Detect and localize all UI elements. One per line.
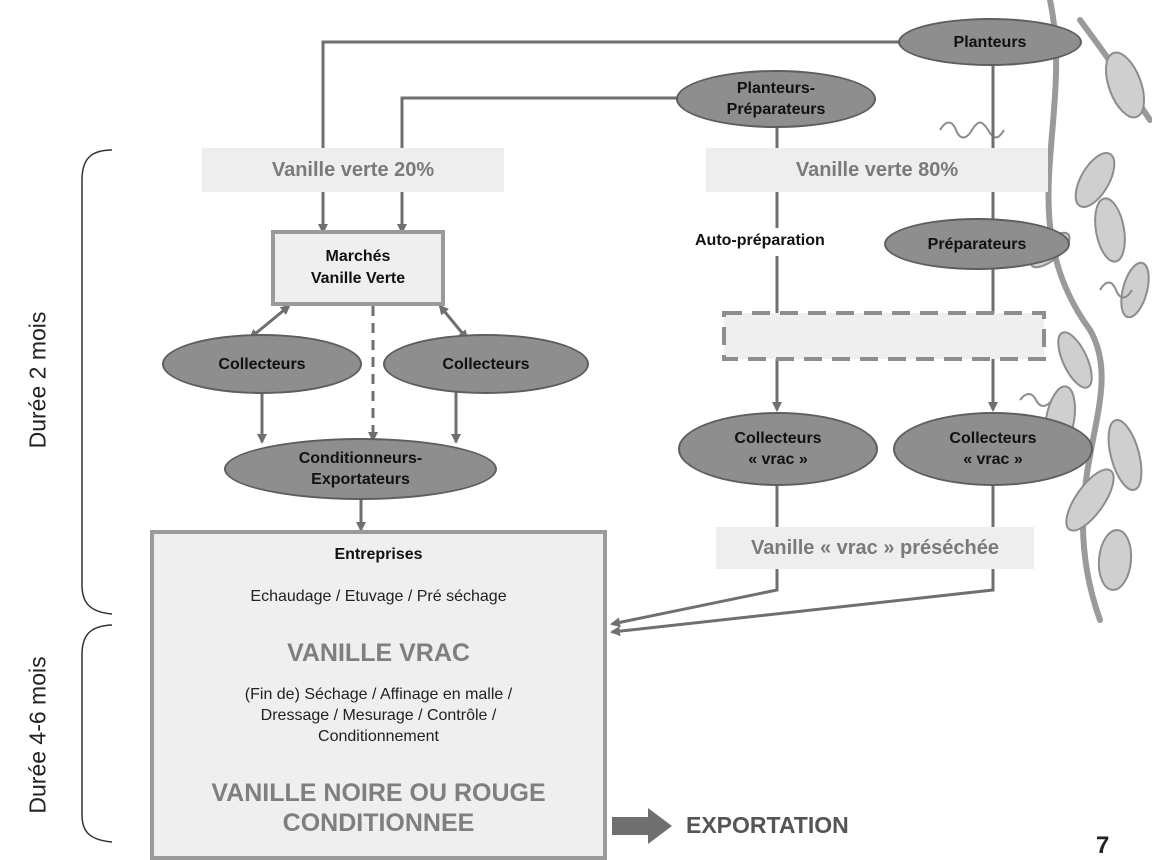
entreprises-step2: (Fin de) Séchage / Affinage en malle / D…: [154, 684, 603, 747]
vanille-vrac-heading: VANILLE VRAC: [287, 639, 470, 667]
box-line: Marchés: [325, 248, 391, 265]
entreprises-box: Entreprises Echaudage / Etuvage / Pré sé…: [150, 530, 607, 860]
exportation-label: EXPORTATION: [686, 812, 849, 838]
box-line: Vanille Verte: [310, 270, 406, 287]
vanille-vrac-presechee-label: Vanille « vrac » préséchée: [716, 527, 1034, 569]
planteurs-node: Planteurs: [898, 18, 1082, 66]
preparateurs-node: Préparateurs: [884, 218, 1070, 270]
node-line: Planteurs-: [736, 80, 816, 97]
step2-line: (Fin de) Séchage / Affinage en malle /: [244, 686, 513, 703]
line-planteurs-marches: [318, 40, 900, 234]
node-line: Exportateurs: [311, 471, 410, 488]
planteurs-preparateurs-node: Planteurs- Préparateurs: [676, 70, 876, 128]
node-line: « vrac »: [748, 451, 808, 468]
conditionneurs-exportateurs-node: Conditionneurs- Exportateurs: [224, 438, 497, 500]
vanille-verte-80-label: Vanille verte 80%: [706, 148, 1048, 192]
node-line: Préparateurs: [726, 101, 826, 118]
export-arrow: [612, 808, 672, 844]
final-line: VANILLE NOIRE OU ROUGE: [211, 779, 546, 807]
brace-2-mois: [81, 149, 113, 615]
step2-line: Dressage / Mesurage / Contrôle /: [260, 707, 497, 724]
step2-line: Conditionnement: [318, 728, 439, 745]
collecteurs-vrac-2-node: Collecteurs « vrac »: [893, 412, 1093, 486]
node-line: « vrac »: [963, 451, 1023, 468]
vanilla-plant-illustration: [939, 0, 1152, 623]
page-number: 7: [1096, 832, 1110, 859]
line-vrac2-entreprises: [610, 484, 995, 637]
duration-2-months-label: Durée 2 mois: [24, 311, 51, 449]
final-line: CONDITIONNEE: [282, 809, 475, 837]
auto-preparation-label: Auto-préparation: [692, 232, 828, 250]
dashed-placeholder-box: [722, 311, 1046, 361]
entreprises-step1: Echaudage / Etuvage / Pré séchage: [250, 588, 507, 605]
line-vrac1-entreprises: [610, 484, 779, 628]
collecteurs-vrac-1-node: Collecteurs « vrac »: [678, 412, 878, 486]
vanille-verte-20-label: Vanille verte 20%: [202, 148, 504, 192]
entreprises-title: Entreprises: [334, 546, 423, 563]
collecteurs-left-node: Collecteurs: [162, 334, 362, 394]
node-line: Collecteurs: [734, 430, 822, 447]
vanille-noire-heading: VANILLE NOIRE OU ROUGE CONDITIONNEE: [154, 778, 603, 838]
node-line: Collecteurs: [949, 430, 1037, 447]
duration-4-6-months-label: Durée 4-6 mois: [24, 656, 51, 814]
node-line: Conditionneurs-: [298, 450, 423, 467]
collecteurs-right-node: Collecteurs: [383, 334, 589, 394]
marches-vanille-verte-box: Marchés Vanille Verte: [271, 230, 445, 306]
brace-4-6-mois: [81, 624, 113, 843]
